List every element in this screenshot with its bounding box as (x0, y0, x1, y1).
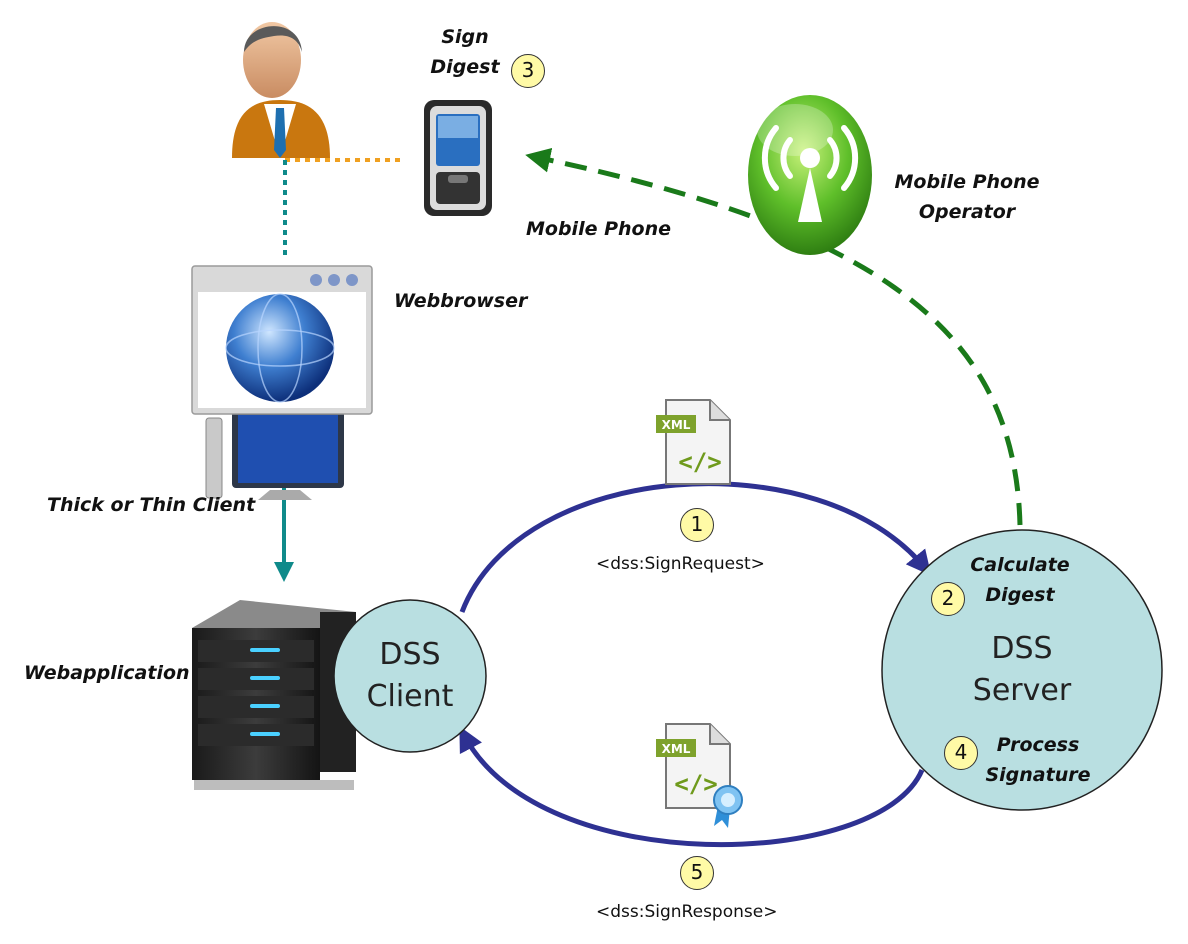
dss-client-line2: Client (366, 679, 454, 714)
svg-text:</>: </> (674, 770, 717, 798)
xml-response-document-icon: XML </> (656, 723, 743, 828)
dss-server-line2: Server (972, 673, 1072, 708)
webapplication-label: Webapplication (24, 662, 190, 684)
step-2-badge: 2 (931, 582, 965, 616)
step-5-badge: 5 (680, 856, 714, 890)
mobile-operator-arrow (525, 147, 1023, 526)
sign-digest-line1: Sign (441, 26, 489, 48)
dss-client-label: DSS Client (334, 634, 486, 718)
thick-thin-client-label: Thick or Thin Client (47, 494, 256, 516)
mobile-operator-label: Mobile Phone Operator (890, 167, 1044, 227)
process-signature-label: Process Signature (978, 730, 1098, 790)
mobile-phone-icon (424, 100, 492, 216)
desktop-computer-icon (205, 410, 344, 500)
sign-digest-line2: Digest (430, 56, 500, 78)
sign-request-label: <dss:SignRequest> (596, 554, 765, 574)
dss-client-node (333, 599, 487, 753)
operator-line1: Mobile Phone (894, 171, 1040, 193)
server-icon (192, 600, 356, 790)
sign-request-arrow (459, 481, 932, 613)
svg-text:</>: </> (678, 448, 721, 476)
user-icon (232, 22, 330, 158)
operator-line2: Operator (918, 201, 1016, 223)
calculate-digest-label: Calculate Digest (960, 550, 1080, 610)
mobile-phone-label: Mobile Phone (526, 218, 672, 240)
step-4-badge: 4 (944, 736, 978, 770)
process-sig-line1: Process (996, 734, 1080, 756)
sign-response-label: <dss:SignResponse> (596, 902, 778, 922)
dss-client-line1: DSS (379, 637, 441, 672)
webbrowser-label: Webbrowser (394, 290, 528, 312)
xml-request-document-icon: XML </> (656, 399, 731, 485)
step-3-badge: 3 (511, 54, 545, 88)
dss-server-label: DSS Server (942, 628, 1102, 712)
sign-digest-label: Sign Digest (430, 22, 500, 82)
process-sig-line2: Signature (985, 764, 1091, 786)
dss-server-line1: DSS (991, 631, 1053, 666)
mobile-operator-icon (748, 95, 872, 255)
calc-digest-line2: Digest (985, 584, 1055, 606)
step-1-badge: 1 (680, 508, 714, 542)
webbrowser-icon (191, 265, 373, 415)
sign-response-arrow (459, 726, 925, 848)
svg-text:XML: XML (662, 742, 691, 756)
calc-digest-line1: Calculate (970, 554, 1070, 576)
svg-text:XML: XML (662, 418, 691, 432)
